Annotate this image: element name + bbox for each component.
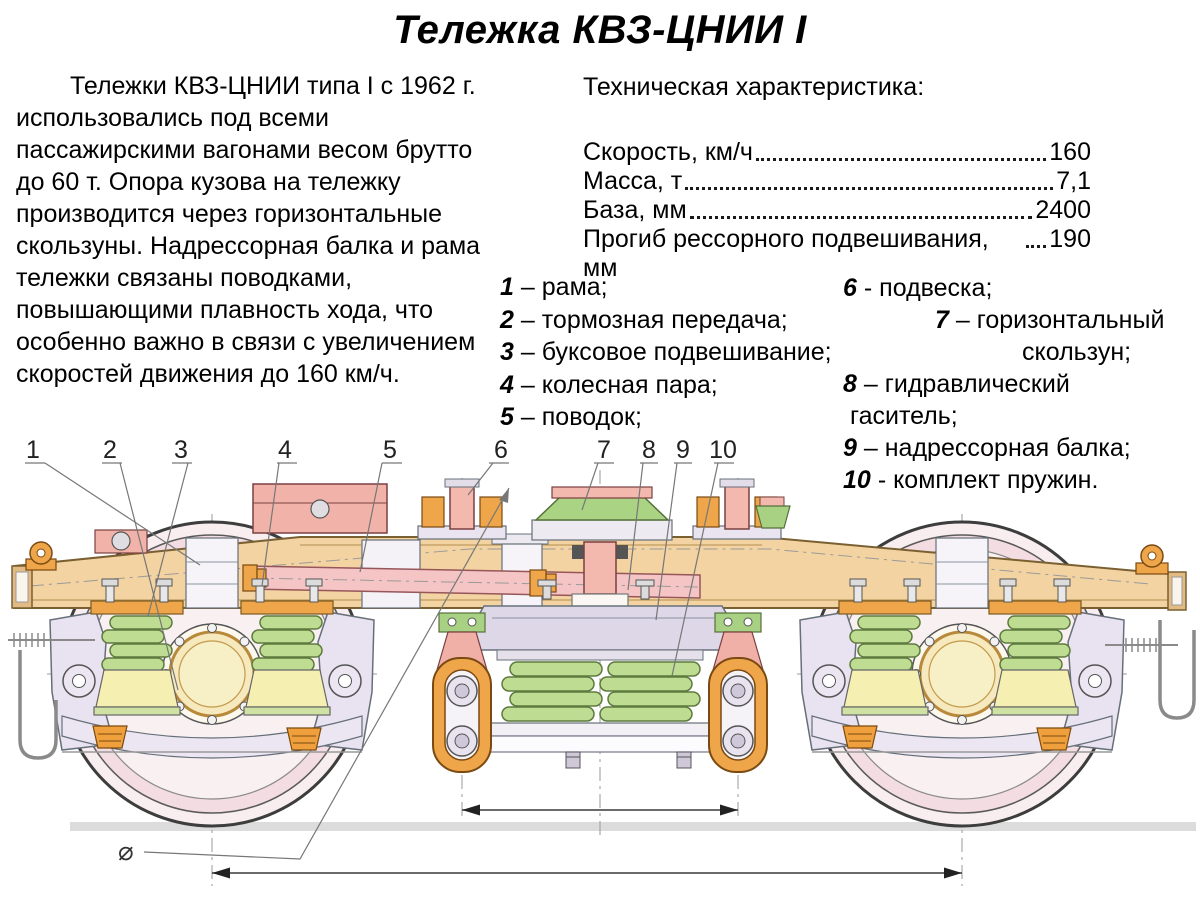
specs-heading: Техническая характеристика: xyxy=(583,73,925,101)
spec-label: База, мм xyxy=(583,196,687,224)
dimension-lines xyxy=(212,804,962,879)
legend-text: – буксовое подвешивание; xyxy=(520,338,832,366)
central-spring-set xyxy=(445,649,757,769)
legend-item-8b: гаситель; xyxy=(843,400,1195,432)
legend-item-6: 6- подвеска; xyxy=(843,272,1195,304)
callout-5: 5 xyxy=(383,436,397,464)
callout-8: 8 xyxy=(642,436,656,464)
callout-numbers: 1 2 3 4 5 6 7 8 9 10 xyxy=(26,436,737,464)
dotted-leader xyxy=(689,216,1033,219)
spec-value: 160 xyxy=(1049,138,1091,166)
page-title: Тележка КВЗ-ЦНИИ I xyxy=(393,8,807,52)
right-green-wedge xyxy=(755,496,791,529)
spec-label: Скорость, км/ч xyxy=(583,138,753,166)
legend-number: 4 xyxy=(500,370,514,399)
tech-specs: Техническая характеристика: Скорость, км… xyxy=(583,73,1091,282)
legend-item-7b: скользун; xyxy=(843,336,1195,368)
legend-text: – поводок; xyxy=(520,403,642,431)
callout-1: 1 xyxy=(26,436,40,464)
legend-item-4: 4– колесная пара; xyxy=(500,369,845,402)
callout-10: 10 xyxy=(709,436,737,464)
spec-row-speed: Скорость, км/ч 160 xyxy=(583,138,1091,167)
right-shackle xyxy=(708,657,768,773)
horizontal-slider xyxy=(531,486,673,541)
legend-text: – рама; xyxy=(520,273,608,301)
legend-text: – горизонтальный xyxy=(955,306,1165,334)
legend-text: - комплект пружин. xyxy=(877,466,1099,494)
legend-number: 3 xyxy=(500,338,514,366)
rail xyxy=(70,822,1196,831)
legend-text: скользун; xyxy=(1022,338,1132,366)
spec-value: 190 xyxy=(1049,225,1091,253)
left-axle-guide xyxy=(185,537,239,609)
legend-column-right: 6- подвеска; 7– горизонтальный скользун;… xyxy=(843,272,1195,496)
left-shackle xyxy=(432,657,492,773)
legend-column-left: 1– рама; 2– тормозная передача; 3– буксо… xyxy=(500,271,845,434)
spec-row-base: База, мм 2400 xyxy=(583,196,1091,225)
legend-item-2: 2– тормозная передача; xyxy=(500,304,845,337)
legend-number: 5 xyxy=(500,403,514,431)
spec-value: 2400 xyxy=(1035,196,1091,224)
callout-6: 6 xyxy=(494,436,508,464)
legend-item-5: 5– поводок; xyxy=(500,401,845,434)
dotted-leader xyxy=(685,187,1054,190)
legend-number: 9 xyxy=(843,434,857,462)
legend-text: – тормозная передача; xyxy=(520,305,788,334)
callout-7: 7 xyxy=(597,436,611,464)
legend-number: 6 xyxy=(843,274,857,302)
legend-item-10: 10- комплект пружин. xyxy=(843,464,1195,496)
legend-number: 2 xyxy=(500,305,514,334)
outer-fittings xyxy=(8,620,1196,760)
callout-9: 9 xyxy=(676,436,690,464)
bogie-technical-drawing: ⌀ 1 2 3 4 5 6 7 8 9 10 xyxy=(8,436,1196,886)
callout-leaders xyxy=(25,462,734,691)
left-suspension-post xyxy=(417,478,507,540)
legend-item-7: 7– горизонтальный xyxy=(843,304,1195,336)
spec-row-deflection: Прогиб рессорного подвешивания, мм 190 xyxy=(583,225,1091,282)
legend-number: 8 xyxy=(843,370,857,398)
wheel-diameter-callout: ⌀ xyxy=(118,487,510,866)
legend-number: 10 xyxy=(843,466,871,494)
right-axle-guide xyxy=(935,537,989,609)
dotted-leader xyxy=(1026,245,1047,248)
callout-4: 4 xyxy=(278,436,292,464)
legend-number: 1 xyxy=(500,273,514,301)
legend-item-8: 8– гидравлический xyxy=(843,368,1195,400)
diameter-symbol: ⌀ xyxy=(118,836,134,866)
legend-text: – надрессорная балка; xyxy=(863,434,1131,462)
legend-text: гаситель; xyxy=(850,402,958,430)
intro-paragraph: Тележки КВЗ-ЦНИИ типа I с 1962 г. исполь… xyxy=(16,72,481,388)
spec-label: Масса, т xyxy=(583,167,683,195)
legend-number: 7 xyxy=(935,306,949,334)
legend-text: - подвеска; xyxy=(863,274,993,302)
callout-2: 2 xyxy=(103,436,117,464)
spec-value: 7,1 xyxy=(1056,167,1091,195)
dotted-leader xyxy=(755,158,1047,161)
legend-item-9: 9– надрессорная балка; xyxy=(843,432,1195,464)
legend-text: – гидравлический xyxy=(863,370,1070,398)
spec-label: Прогиб рессорного подвешивания, мм xyxy=(583,225,989,282)
legend-text: – колесная пара; xyxy=(520,370,718,399)
spec-row-mass: Масса, т 7,1 xyxy=(583,167,1091,196)
legend-item-3: 3– буксовое подвешивание; xyxy=(500,336,845,369)
legend-item-1: 1– рама; xyxy=(500,271,845,304)
callout-3: 3 xyxy=(174,436,188,464)
